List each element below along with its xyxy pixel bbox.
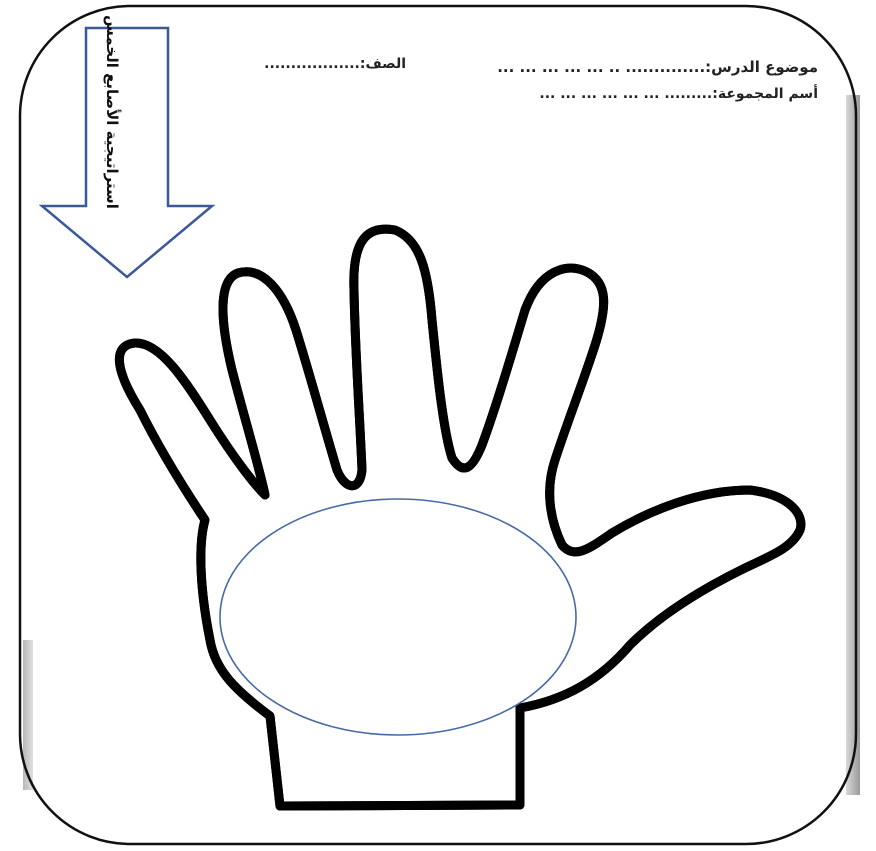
group-name-field: أسم المجموعة:......... ... ... ... ... .…: [539, 86, 818, 102]
class-field: الصف:..................: [264, 56, 406, 72]
strategy-label: استراتيجية الأصابع الخمس: [103, 15, 121, 209]
palm-ellipse: [220, 499, 576, 735]
down-arrow-icon: [42, 28, 212, 277]
lesson-subject-field: موضوع الدرس:.............. .. ... ... ..…: [497, 58, 818, 76]
